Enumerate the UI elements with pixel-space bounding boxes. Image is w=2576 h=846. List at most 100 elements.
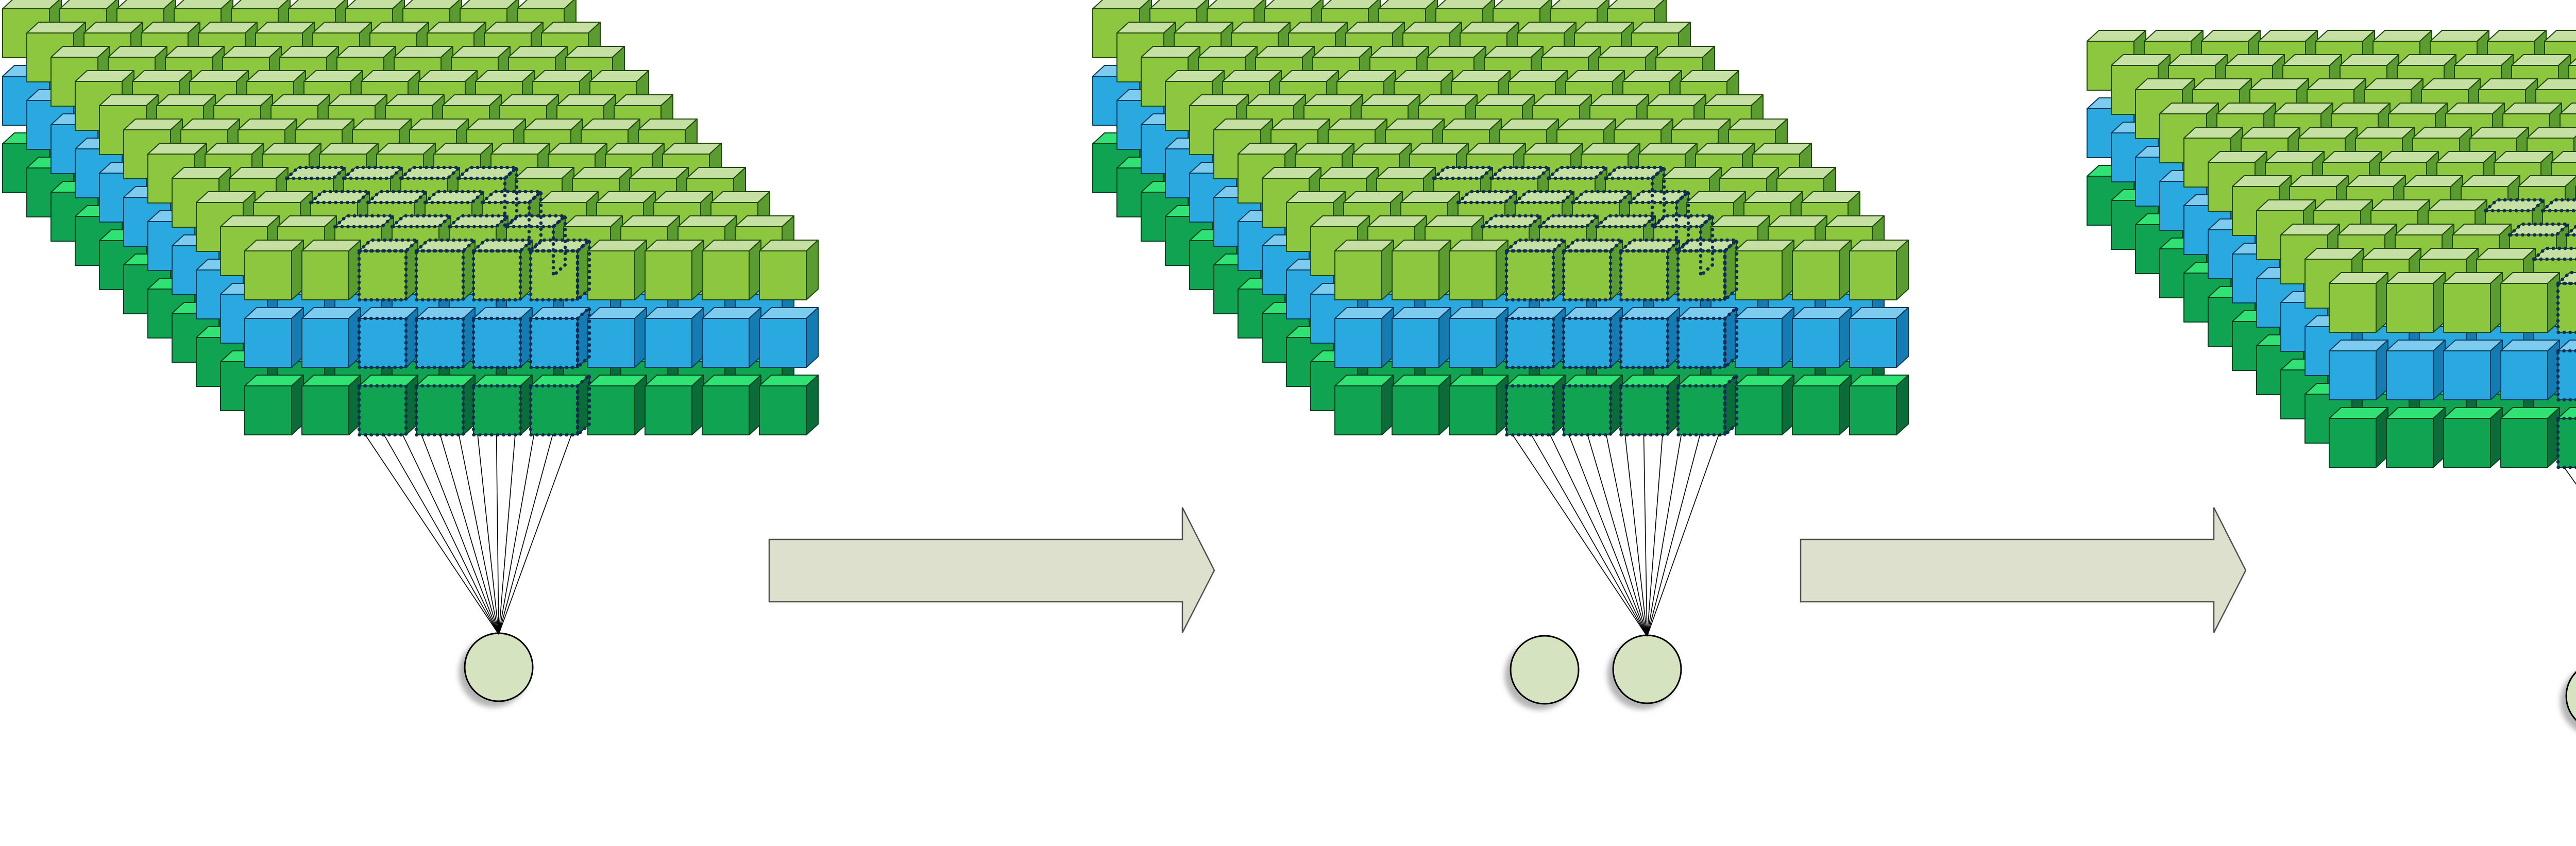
cube	[359, 307, 418, 368]
connection-line	[1568, 434, 1648, 637]
cube	[2500, 340, 2560, 400]
input-volume	[2, 0, 819, 435]
connection-line	[1643, 434, 1648, 637]
cube	[1849, 307, 1909, 368]
cube	[1563, 307, 1623, 368]
connection-line	[1606, 434, 1648, 637]
cube	[2386, 272, 2446, 333]
cube	[587, 307, 647, 368]
cube	[702, 307, 761, 368]
output-neuron	[2565, 671, 2576, 721]
input-volume	[2087, 30, 2576, 468]
connection-line	[498, 434, 553, 635]
receptive-field-outline	[2481, 198, 2576, 469]
cube	[530, 375, 590, 435]
cube	[1849, 375, 1909, 435]
cube	[244, 307, 304, 368]
cube	[2386, 340, 2446, 400]
connection-line	[498, 434, 572, 635]
connection-line	[1550, 434, 1648, 637]
cube	[244, 240, 304, 300]
cube	[1506, 307, 1566, 368]
connection-line	[383, 434, 499, 635]
cube	[1735, 375, 1794, 435]
cube	[1449, 240, 1509, 300]
receptive-field-outline	[282, 163, 594, 439]
cube	[416, 307, 476, 368]
connection-line	[477, 434, 499, 635]
cube	[2329, 340, 2388, 400]
cube	[2329, 272, 2388, 333]
cube	[359, 240, 418, 300]
connection-line	[1531, 434, 1648, 637]
cube	[416, 375, 476, 435]
cube	[1620, 240, 1680, 300]
connection-line	[1624, 434, 1648, 637]
cube	[301, 240, 361, 300]
flow-arrow-1	[768, 507, 1215, 633]
connection-line	[1512, 434, 1648, 637]
cube	[1334, 240, 1394, 300]
cube	[645, 307, 704, 368]
connection-line	[496, 434, 499, 635]
flow-arrows	[768, 507, 2247, 633]
cube	[645, 375, 704, 435]
cube	[759, 240, 819, 300]
cube	[702, 240, 761, 300]
output-neurons	[1510, 634, 1682, 705]
cube	[759, 375, 819, 435]
cube	[244, 375, 304, 435]
cube	[1449, 375, 1509, 435]
panel-convolution-step-1	[2, 0, 819, 702]
connection-line	[1647, 434, 1701, 637]
connection-line	[1647, 434, 1663, 637]
connection-lines	[1512, 434, 1719, 637]
cube	[172, 167, 231, 228]
cube	[1506, 375, 1566, 435]
panel-convolution-step-2	[1092, 0, 1909, 705]
cube	[702, 375, 761, 435]
cube	[301, 375, 361, 435]
cube	[1563, 375, 1623, 435]
cube	[473, 240, 533, 300]
cube	[416, 240, 476, 300]
cube	[2557, 272, 2576, 333]
connection-line	[402, 434, 499, 635]
flow-arrow-2	[1800, 507, 2247, 633]
panel-convolution-step-3	[2087, 30, 2576, 721]
cube	[2557, 407, 2576, 468]
cube	[2557, 340, 2576, 400]
cube	[645, 240, 704, 300]
connection-line	[1587, 434, 1648, 637]
output-neuron	[464, 632, 534, 702]
output-neuron	[1510, 635, 1580, 705]
cube	[587, 375, 647, 435]
cube	[359, 375, 418, 435]
cube	[1677, 307, 1737, 368]
connection-line	[498, 434, 516, 635]
connection-line	[1647, 434, 1719, 637]
cube	[1620, 307, 1680, 368]
connection-line	[498, 434, 535, 635]
cube	[1392, 240, 1451, 300]
output-neuron	[1612, 634, 1682, 704]
cube	[1735, 240, 1794, 300]
cube	[1449, 307, 1509, 368]
cube	[1334, 307, 1394, 368]
cube	[2386, 407, 2446, 468]
cube	[1392, 307, 1451, 368]
connection-line	[439, 434, 499, 635]
cube	[1620, 375, 1680, 435]
cube	[301, 307, 361, 368]
cube	[2443, 272, 2503, 333]
cube	[1392, 375, 1451, 435]
cube	[473, 307, 533, 368]
cube	[2500, 272, 2560, 333]
cube	[759, 307, 819, 368]
connection-line	[1647, 434, 1682, 637]
cube	[530, 307, 590, 368]
cube	[1677, 375, 1737, 435]
connection-line	[365, 434, 499, 635]
